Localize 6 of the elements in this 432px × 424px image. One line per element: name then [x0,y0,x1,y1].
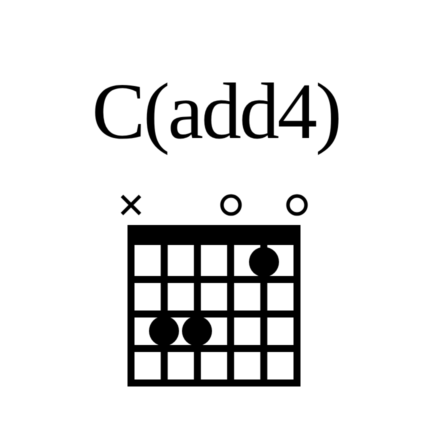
finger-dot [182,316,212,346]
open-string-mark [286,194,308,216]
muted-string-mark [120,194,142,216]
finger-dot [248,247,279,278]
open-string-mark [220,194,242,216]
finger-dot [149,316,180,346]
